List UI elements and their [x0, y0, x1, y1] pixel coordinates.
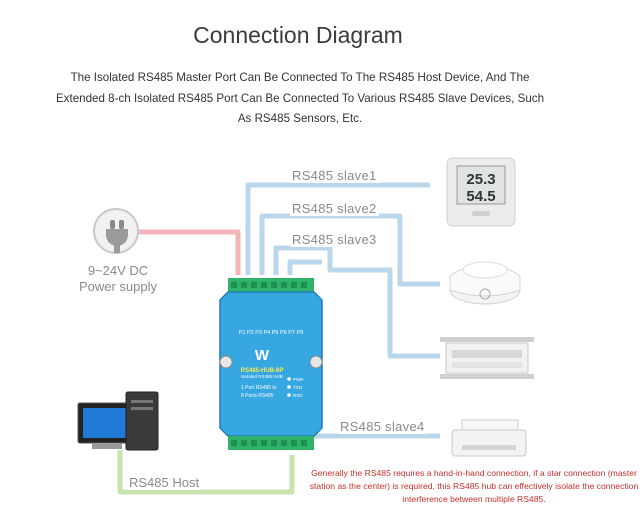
hub-desc-1: 1 Port RS485 to [241, 385, 277, 391]
power-wire [138, 229, 241, 275]
power-plug-icon [93, 208, 139, 254]
led-rxd-icon [287, 393, 291, 397]
power-voltage: 9~24V DC [87, 263, 149, 278]
description-line-2: Extended 8-ch Isolated RS485 Port Can Be… [55, 91, 545, 105]
slave4-label: RS485 slave4 [338, 419, 427, 434]
power-supply-label: 9~24V DC Power supply [58, 263, 178, 295]
note-line-3: interference between multiple RS485. [402, 494, 546, 504]
sensor-hum-readout: 54.5 [466, 188, 495, 205]
slave1-label: RS485 slave1 [290, 168, 379, 183]
hub-desc-2: 8 Ports RS485 [241, 393, 274, 399]
hub-model: RS485-HUB-8P [241, 368, 284, 374]
diagram-title: Connection Diagram [193, 22, 403, 48]
sensor-temp-readout: 25.3 [466, 171, 495, 188]
led-rxd-label: RXD [293, 393, 303, 398]
diagram-description: The Isolated RS485 Master Port Can Be Co… [30, 68, 570, 130]
smoke-detector-icon [449, 261, 521, 305]
note-line-1: Generally the RS485 requires a hand-in-h… [311, 468, 637, 478]
rs485-hub-device: P1 P2 P3 P4 P5 P6 P7 P8 W RS485-HUB-8P I… [219, 278, 323, 450]
note-line-2: station as the center) is required, this… [309, 481, 639, 491]
description-line-1: The Isolated RS485 Master Port Can Be Co… [70, 71, 530, 84]
led-pwr-icon [287, 377, 291, 381]
slave3-label: RS485 slave3 [290, 232, 379, 247]
slave2-label: RS485 slave2 [290, 201, 379, 216]
description-line-3: As RS485 Sensors, Etc. [237, 112, 363, 125]
led-txd-icon [287, 385, 291, 389]
temperature-humidity-sensor-icon: 25.3 54.5 [446, 157, 516, 227]
hub-ports-label: P1 P2 P3 P4 P5 P6 P7 P8 [239, 330, 304, 336]
power-caption: Power supply [78, 279, 158, 294]
connection-note: Generally the RS485 requires a hand-in-h… [308, 467, 640, 506]
hub-subtitle: Isolated RS485 HUB [241, 374, 283, 379]
printer-icon [451, 419, 527, 457]
host-wire [117, 450, 295, 495]
hub-logo-icon: W [255, 347, 270, 364]
relay-module-icon [440, 337, 534, 379]
led-txd-label: TXD [293, 385, 303, 390]
host-label: RS485 Host [127, 475, 202, 490]
computer-host-icon [77, 391, 159, 451]
led-pwr-label: PWR [293, 377, 304, 382]
